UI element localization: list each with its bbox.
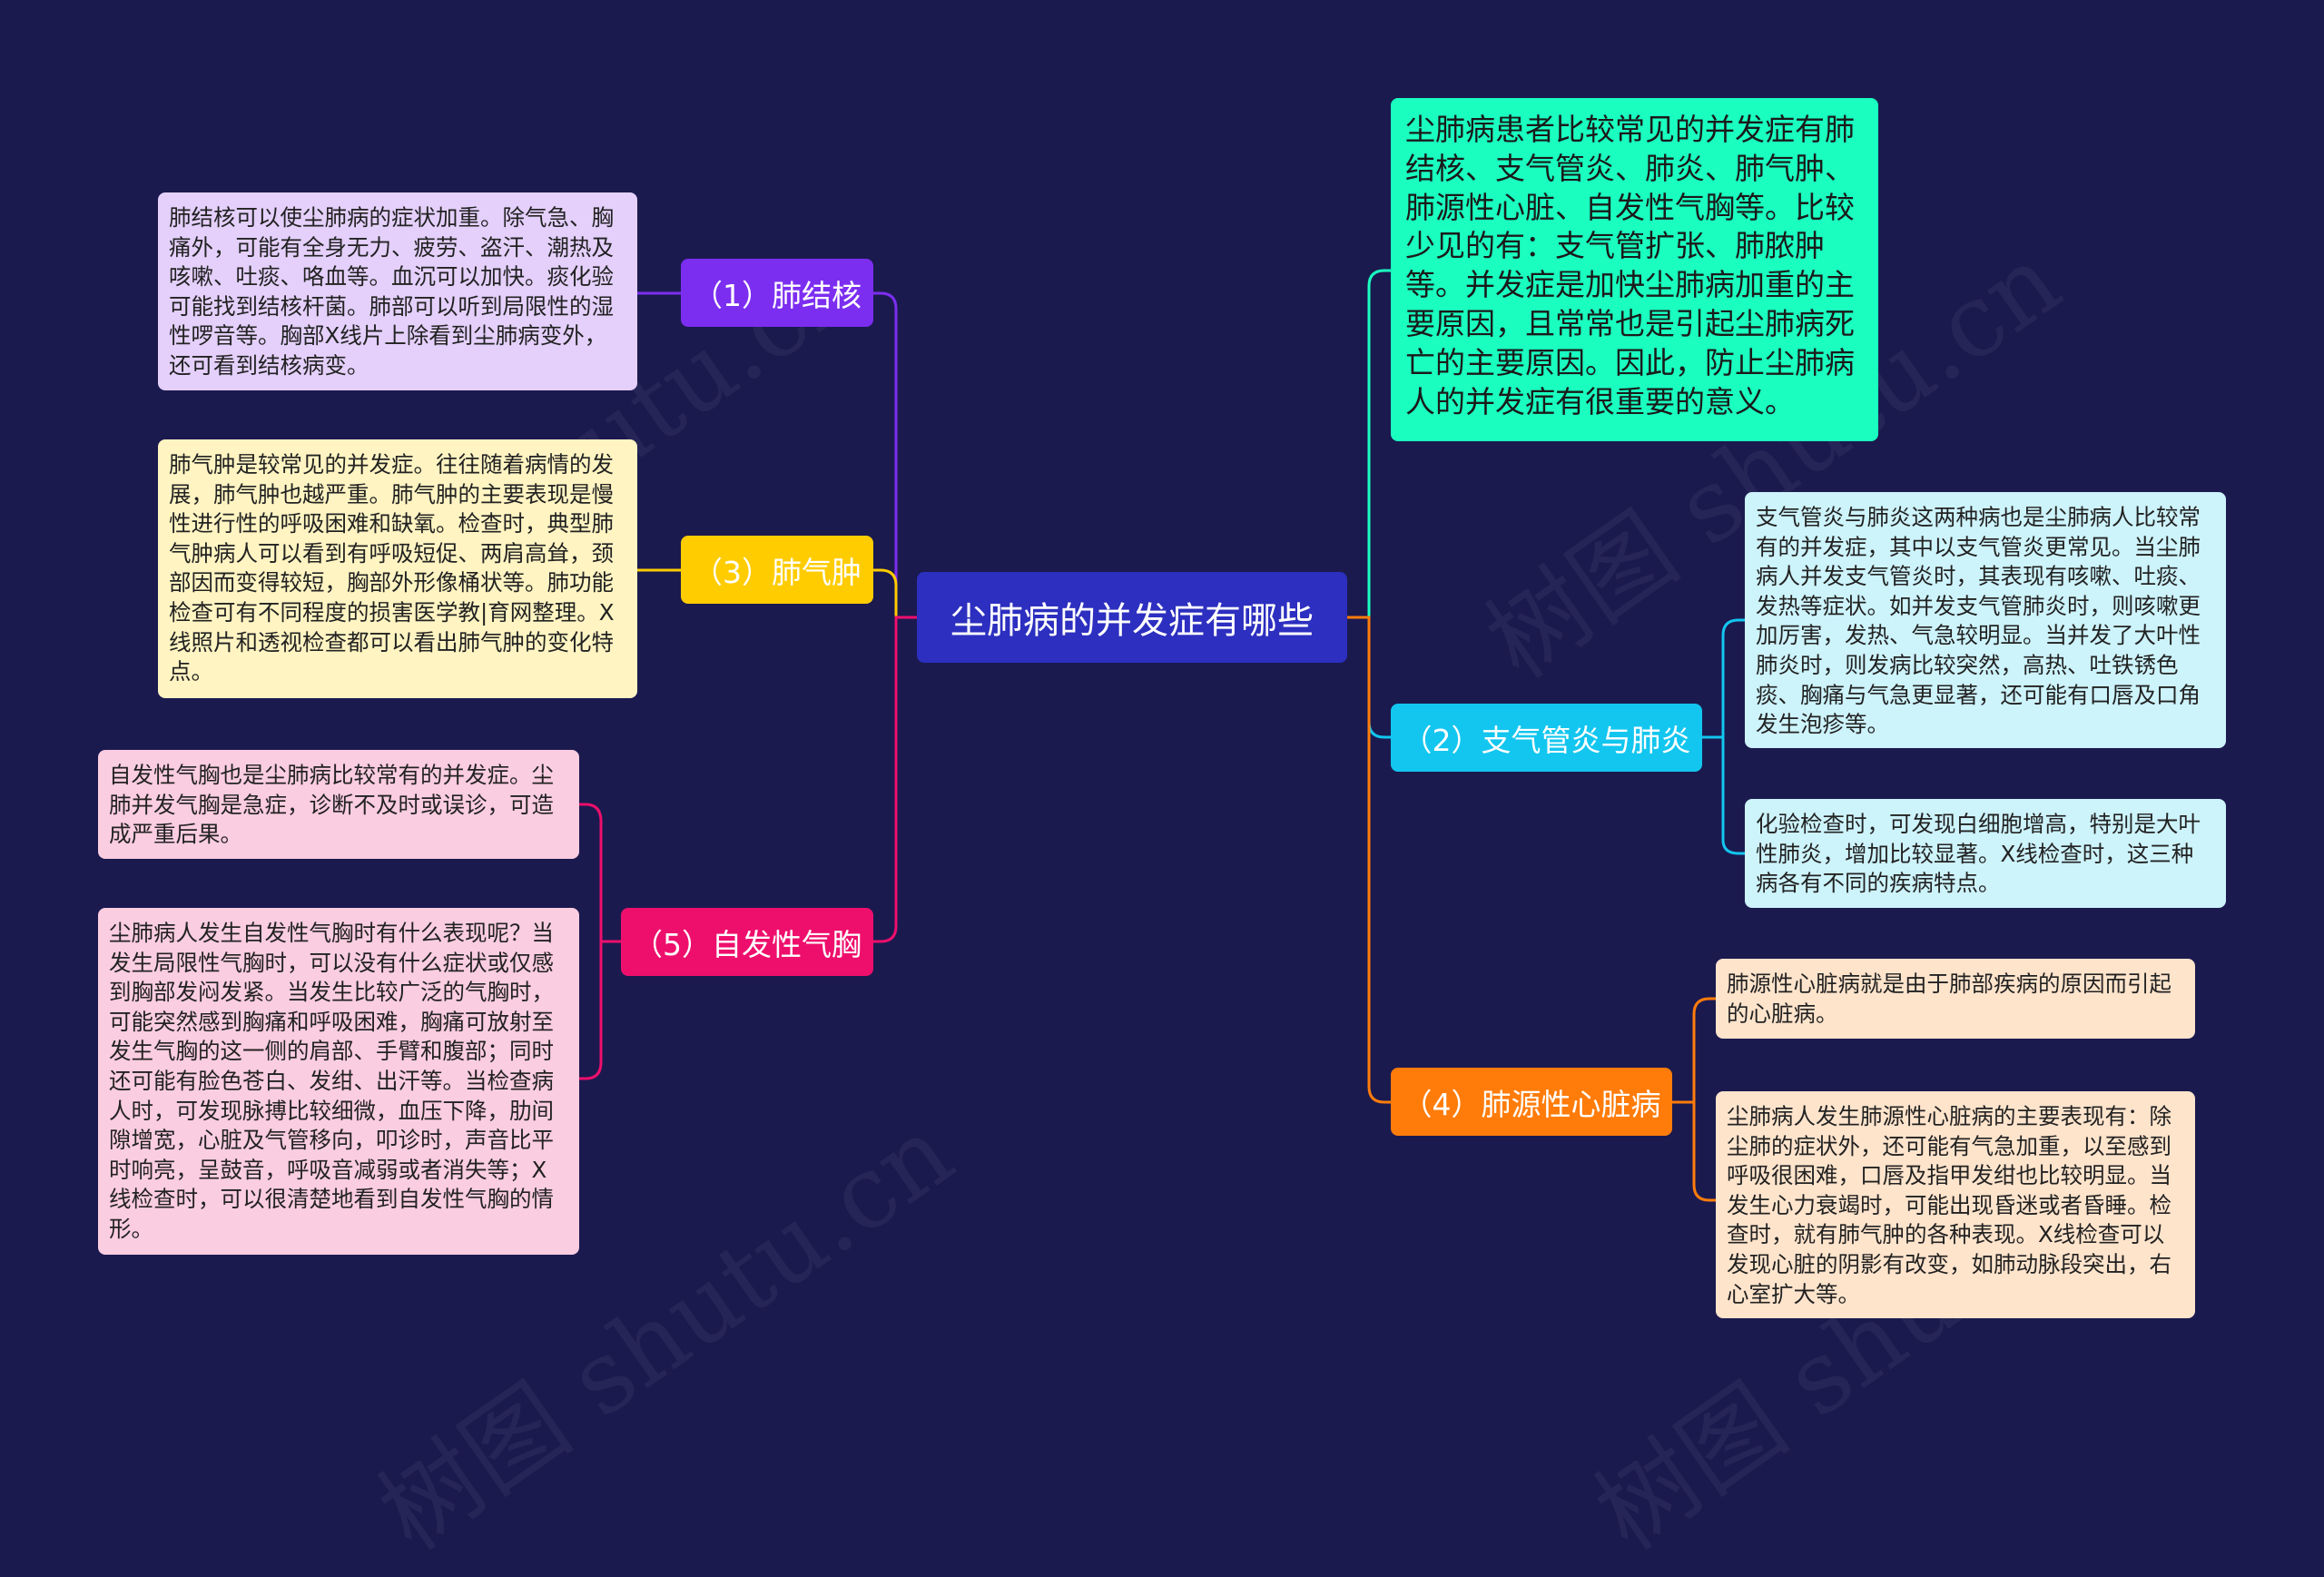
link-root-tuberculosis xyxy=(873,291,917,619)
link-heart-detail-2 xyxy=(1672,1100,1716,1202)
detail-heart-1: 肺源性心脏病就是由于肺部疾病的原因而引起的心脏病。 xyxy=(1716,959,2195,1039)
branch-emphysema[interactable]: （3）肺气肿 xyxy=(681,536,873,604)
link-heart-detail-1 xyxy=(1672,997,1716,1104)
branch-bronchitis[interactable]: （2）支气管炎与肺炎 xyxy=(1391,704,1702,772)
connector-lines xyxy=(579,269,1745,1202)
link-pneumothorax-detail-2 xyxy=(579,940,621,1080)
detail-heart-2: 尘肺病人发生肺源性心脏病的主要表现有：除尘肺的症状外，还可能有气急加重，以至感到… xyxy=(1716,1091,2195,1318)
detail-bronchitis-1: 支气管炎与肺炎这两种病也是尘肺病人比较常有的并发症，其中以支气管炎更常见。当尘肺… xyxy=(1745,492,2226,748)
detail-bronchitis-2: 化验检查时，可发现白细胞增高，特别是大叶性肺炎，增加比较显著。X线检查时，这三种… xyxy=(1745,799,2226,908)
root-topic[interactable]: 尘肺病的并发症有哪些 xyxy=(917,572,1347,663)
branch-heart[interactable]: （4）肺源性心脏病 xyxy=(1391,1068,1672,1136)
detail-pneumothorax-1: 自发性气胸也是尘肺病比较常有的并发症。尘肺并发气胸是急症，诊断不及时或误诊，可造… xyxy=(98,750,579,859)
link-root-pneumothorax xyxy=(873,616,917,943)
link-bronchitis-detail-2 xyxy=(1702,735,1745,855)
detail-pneumothorax-2: 尘肺病人发生自发性气胸时有什么表现呢？当发生局限性气胸时，可以没有什么症状或仅感… xyxy=(98,908,579,1255)
branch-tuberculosis[interactable]: （1）肺结核 xyxy=(681,259,873,327)
link-root-emphysema xyxy=(873,568,917,619)
link-root-heart xyxy=(1347,616,1391,1104)
detail-tuberculosis: 肺结核可以使尘肺病的症状加重。除气急、胸痛外，可能有全身无力、疲劳、盗汗、潮热及… xyxy=(158,192,637,390)
link-bronchitis-detail-1 xyxy=(1702,618,1745,739)
mindmap-canvas: 树图 shutu.cn 树图 shutu.cn 树图 shutu.cn 树图 s… xyxy=(98,98,2226,1572)
detail-emphysema: 肺气肿是较常见的并发症。往往随着病情的发展，肺气肿也越严重。肺气肿的主要表现是慢… xyxy=(158,439,637,698)
link-pneumothorax-detail-1 xyxy=(579,803,621,943)
link-root-intro xyxy=(1347,269,1391,619)
branch-pneumothorax[interactable]: （5）自发性气胸 xyxy=(621,908,873,976)
intro-summary[interactable]: 尘肺病患者比较常见的并发症有肺结核、支气管炎、肺炎、肺气肿、肺源性心脏、自发性气… xyxy=(1391,98,1878,441)
